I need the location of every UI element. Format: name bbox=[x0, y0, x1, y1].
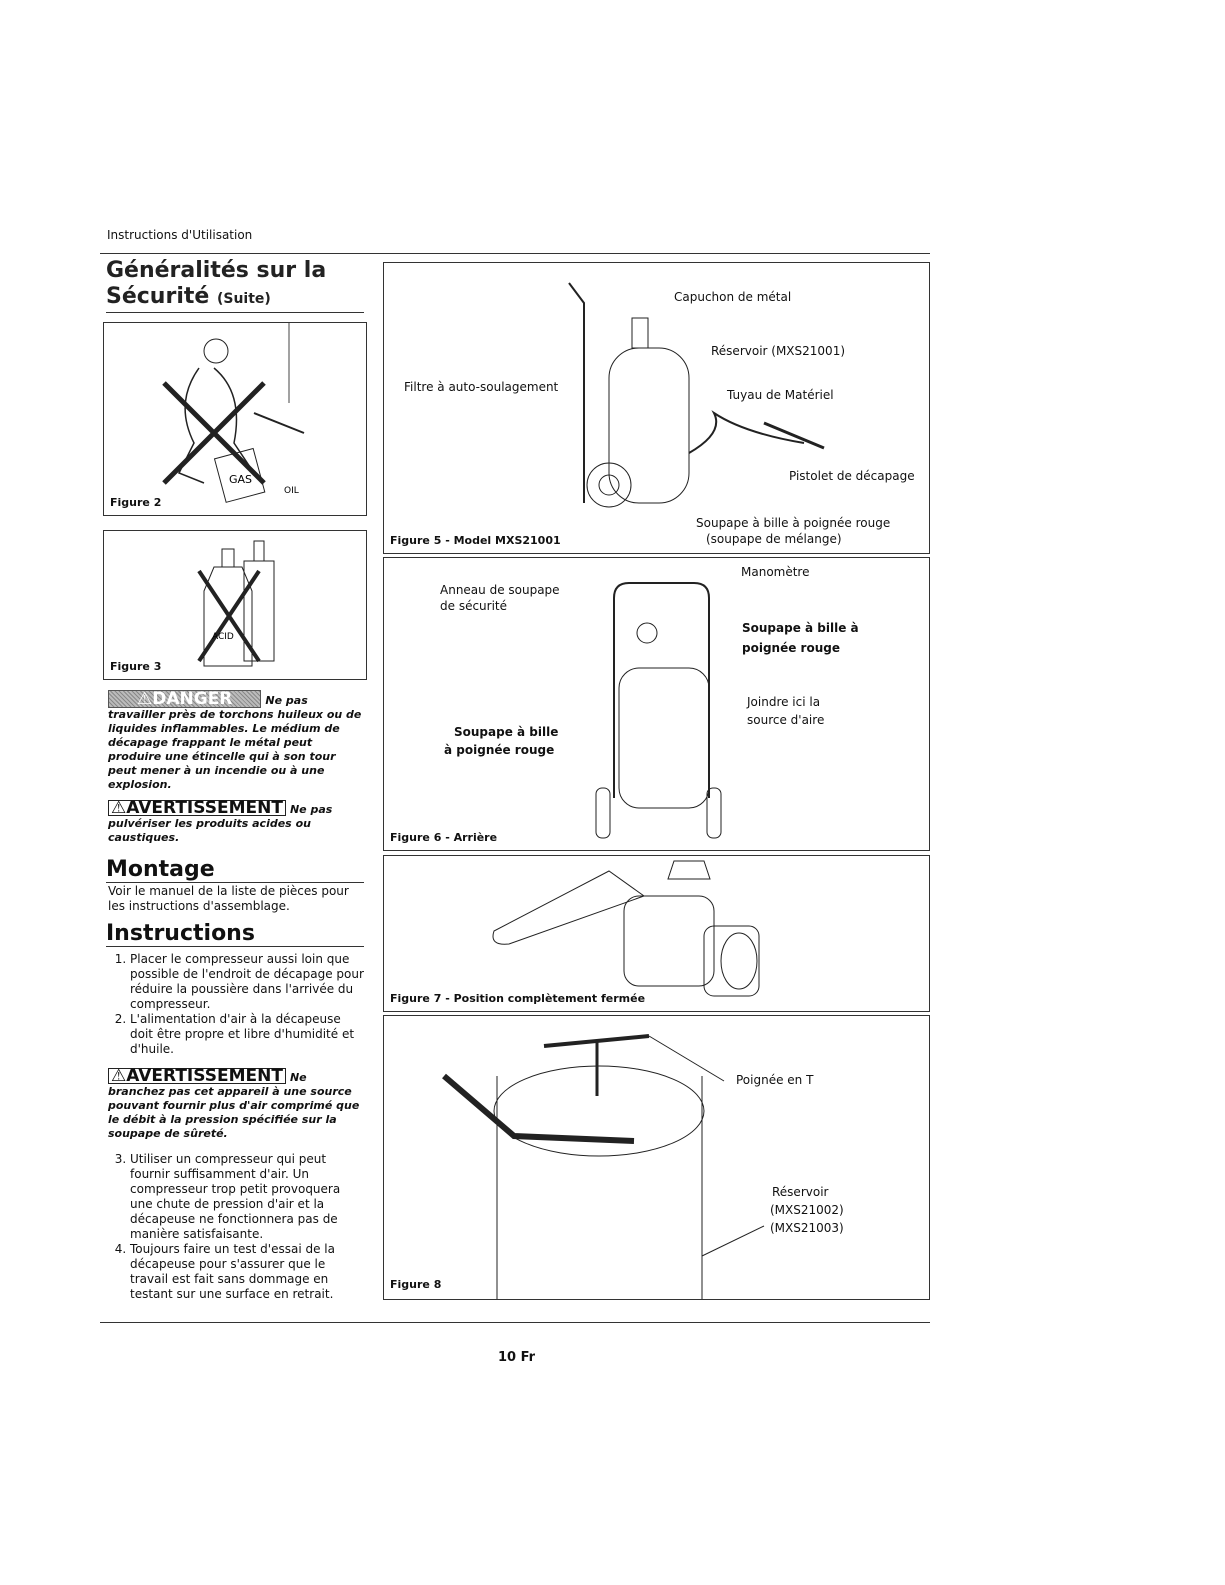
label-manometre: Manomètre bbox=[741, 565, 810, 579]
figure-8: Poignée en T Réservoir (MXS21002) (MXS21… bbox=[383, 1015, 930, 1300]
instruction-item: Toujours faire un test d'essai de la déc… bbox=[130, 1242, 366, 1302]
label-securite: de sécurité bbox=[440, 599, 508, 613]
title-suffix: (Suite) bbox=[216, 291, 271, 307]
acid-label: ACID bbox=[212, 632, 234, 642]
instruction-item: Placer le compresseur aussi loin que pos… bbox=[130, 952, 366, 1012]
tank-top-illustration bbox=[442, 1034, 765, 1299]
tank-rear-illustration bbox=[595, 582, 722, 839]
acid-bottles-illustration: ACID bbox=[197, 540, 275, 667]
danger-badge: ⚠DANGER bbox=[108, 690, 262, 708]
figure-6: Manomètre Anneau de soupape de sécurité … bbox=[383, 557, 930, 851]
warning-badge: ⚠AVERTISSEMENT bbox=[108, 800, 286, 817]
running-header: Instructions d'Utilisation bbox=[107, 228, 253, 242]
title-line1: Généralités sur la bbox=[106, 258, 327, 283]
figure-7-caption: Figure 7 - Position complètement fermée bbox=[390, 992, 646, 1005]
warning-text: Ne branchez pas cet appareil à une sourc… bbox=[108, 1071, 360, 1140]
ball-valve-illustration bbox=[492, 860, 760, 997]
label-pistolet: Pistolet de décapage bbox=[789, 469, 915, 483]
label-soupape-bille-2: Soupape à bille bbox=[454, 725, 559, 739]
label-filtre: Filtre à auto-soulagement bbox=[404, 380, 559, 394]
instruction-item: Utiliser un compresseur qui peut fournir… bbox=[130, 1152, 366, 1242]
blaster-tank-illustration bbox=[568, 282, 825, 508]
label-soupape-bille: Soupape à bille à bbox=[742, 621, 859, 635]
instructions-list-1: Placer le compresseur aussi loin que pos… bbox=[108, 952, 366, 1057]
label-capuchon: Capuchon de métal bbox=[674, 290, 792, 304]
montage-text: Voir le manuel de la liste de pièces pou… bbox=[108, 884, 349, 913]
section-title: Généralités sur la Sécurité (Suite) bbox=[106, 258, 364, 313]
instructions-list-2: Utiliser un compresseur qui peut fournir… bbox=[108, 1152, 366, 1302]
figure-8-caption: Figure 8 bbox=[390, 1278, 442, 1291]
figure-6-caption: Figure 6 - Arrière bbox=[390, 831, 498, 844]
label-poignee-rouge-2: à poignée rouge bbox=[444, 743, 555, 757]
montage-heading: Montage bbox=[106, 858, 364, 883]
danger-lead: Ne pas travailler bbox=[108, 694, 308, 721]
label-joindre: Joindre ici la bbox=[747, 695, 821, 709]
label-model-1: (MXS21002) bbox=[770, 1203, 844, 1217]
worker-illustration: GAS OIL bbox=[162, 323, 305, 503]
danger-text: près de torchons huileux ou de liquides … bbox=[108, 708, 362, 791]
figure-2-caption: Figure 2 bbox=[110, 496, 162, 509]
instructions-heading: Instructions bbox=[106, 922, 364, 947]
instruction-item: L'alimentation d'air à la décapeuse doit… bbox=[130, 1012, 366, 1057]
label-model-2: (MXS21003) bbox=[770, 1221, 844, 1235]
figure-5: Capuchon de métal Réservoir (MXS21001) F… bbox=[383, 262, 930, 554]
label-tuyau: Tuyau de Matériel bbox=[727, 388, 834, 402]
warning-text: Ne pas pulvériser les produits acides ou… bbox=[108, 803, 333, 844]
label-anneau: Anneau de soupape bbox=[440, 583, 560, 597]
footer-rule bbox=[100, 1322, 930, 1323]
label-poignee-rouge: poignée rouge bbox=[742, 641, 840, 655]
label-poignee-t: Poignée en T bbox=[736, 1073, 814, 1087]
label-reservoir-8: Réservoir bbox=[772, 1185, 829, 1199]
label-soupape: Soupape à bille à poignée rouge bbox=[696, 516, 891, 530]
figure-2: GAS OIL Figure 2 bbox=[103, 322, 367, 516]
figure-5-caption: Figure 5 - Model MXS21001 bbox=[390, 534, 561, 547]
label-source-air: source d'aire bbox=[747, 713, 825, 727]
label-reservoir: Réservoir (MXS21001) bbox=[711, 344, 846, 358]
figure-3-caption: Figure 3 bbox=[110, 660, 162, 673]
label-soupape-melange: (soupape de mélange) bbox=[706, 532, 842, 546]
title-line2: Sécurité bbox=[106, 284, 210, 309]
oil-can-label: OIL bbox=[284, 486, 299, 496]
page-number: 10 Fr bbox=[498, 1350, 536, 1365]
warning-badge: ⚠AVERTISSEMENT bbox=[108, 1068, 286, 1085]
gas-can-label: GAS bbox=[229, 473, 252, 486]
figure-3: ACID Figure 3 bbox=[103, 530, 367, 680]
figure-7: Figure 7 - Position complètement fermée bbox=[383, 855, 930, 1012]
header-rule bbox=[100, 253, 930, 254]
